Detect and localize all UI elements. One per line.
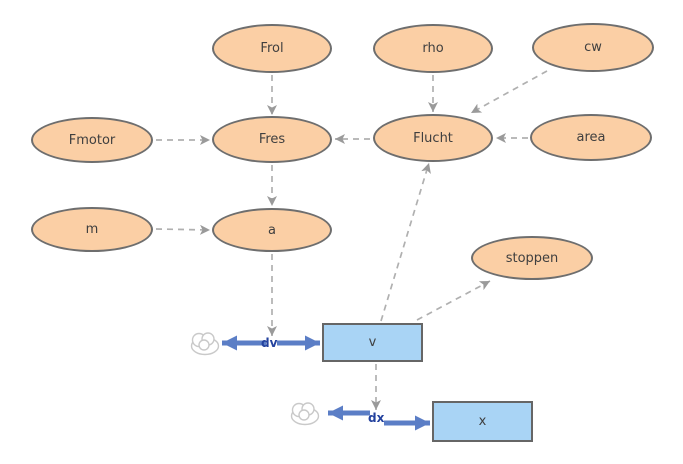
- stock-v[interactable]: v: [322, 323, 423, 362]
- variable-cw-label: cw: [584, 40, 602, 55]
- connector-v-flucht[interactable]: [380, 162, 431, 322]
- variable-flucht[interactable]: Flucht: [373, 114, 493, 162]
- variable-area[interactable]: area: [530, 114, 652, 161]
- flow-dv-label[interactable]: dv: [261, 336, 278, 350]
- stock-x-label: x: [478, 414, 487, 429]
- variable-area-label: area: [576, 130, 606, 145]
- variable-rho-label: rho: [422, 41, 444, 56]
- variable-frol-label: Frol: [260, 41, 284, 56]
- connector-v-stoppen[interactable]: [416, 280, 491, 321]
- variable-fres[interactable]: Fres: [212, 116, 332, 163]
- variable-stoppen-label: stoppen: [505, 250, 559, 266]
- connector-cw-flucht[interactable]: [470, 70, 548, 114]
- variable-m[interactable]: m: [31, 207, 153, 252]
- stock-x[interactable]: x: [432, 401, 533, 442]
- variable-flucht-label: Flucht: [413, 130, 453, 146]
- variable-frol[interactable]: Frol: [212, 24, 332, 73]
- cloud-icon[interactable]: [190, 332, 220, 356]
- cloud-icon[interactable]: [290, 402, 320, 426]
- flow-dx-label[interactable]: dx: [368, 411, 385, 425]
- variable-cw[interactable]: cw: [532, 23, 654, 72]
- stock-v-label: v: [368, 335, 377, 350]
- variable-fmotor[interactable]: Fmotor: [31, 117, 153, 163]
- variable-rho[interactable]: rho: [373, 24, 493, 73]
- variable-stoppen[interactable]: stoppen: [471, 236, 593, 280]
- variable-fmotor-label: Fmotor: [68, 132, 116, 148]
- variable-a-label: a: [268, 222, 276, 238]
- variable-a[interactable]: a: [212, 208, 332, 252]
- variable-m-label: m: [85, 222, 99, 237]
- connector-m-a[interactable]: [155, 224, 211, 235]
- variable-fres-label: Fres: [258, 132, 286, 147]
